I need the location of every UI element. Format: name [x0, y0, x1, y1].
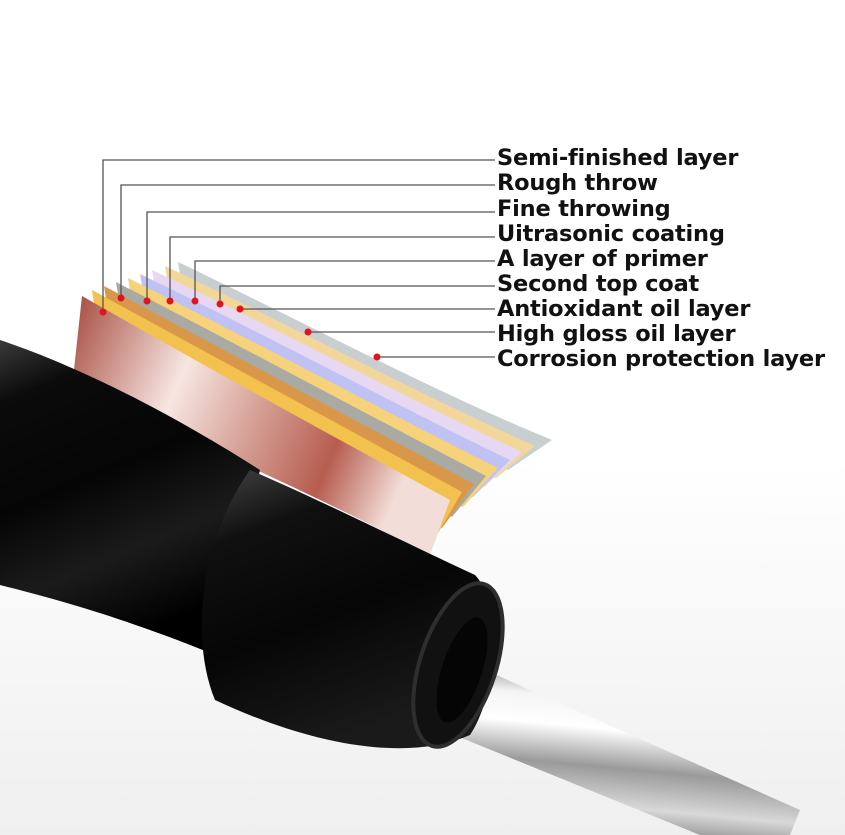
marker-high-gloss [304, 328, 312, 336]
label-corrosion-protection-layer: Corrosion protection layer [497, 346, 825, 372]
markers [99, 294, 381, 361]
label-high-gloss-oil-layer: High gloss oil layer [497, 321, 736, 347]
piston-rod [405, 650, 800, 835]
label-ultrasonic-coating: Uitrasonic coating [497, 221, 725, 247]
leader-lines [102, 159, 495, 358]
leader-line-second-top-coat [219, 285, 495, 304]
label-antioxidant-oil-layer: Antioxidant oil layer [497, 296, 751, 322]
label-rough-throw: Rough throw [497, 170, 658, 196]
leader-line-fine-throwing [146, 211, 495, 301]
leader-line-primer [194, 260, 495, 301]
marker-fine-throwing [143, 297, 151, 305]
marker-antioxidant [236, 305, 244, 313]
label-semi-finished-layer: Semi-finished layer [497, 145, 739, 171]
leader-line-semi-finished [102, 159, 495, 312]
leader-line-ultrasonic [169, 236, 495, 301]
gas-spring [0, 340, 800, 835]
coating-layers [72, 262, 552, 555]
marker-primer [191, 297, 199, 305]
label-second-top-coat: Second top coat [497, 271, 700, 297]
marker-semi-finished [99, 308, 107, 316]
marker-corrosion [373, 353, 381, 361]
marker-second-top-coat [216, 300, 224, 308]
layer-semi-finished [72, 296, 450, 555]
label-fine-throwing: Fine throwing [497, 196, 671, 222]
marker-ultrasonic [166, 297, 174, 305]
leader-line-rough-throw [120, 184, 495, 298]
rod-opening [436, 617, 488, 723]
cylinder-body [0, 340, 260, 655]
marker-rough-throw [117, 294, 125, 302]
label-primer: A layer of primer [497, 246, 708, 272]
